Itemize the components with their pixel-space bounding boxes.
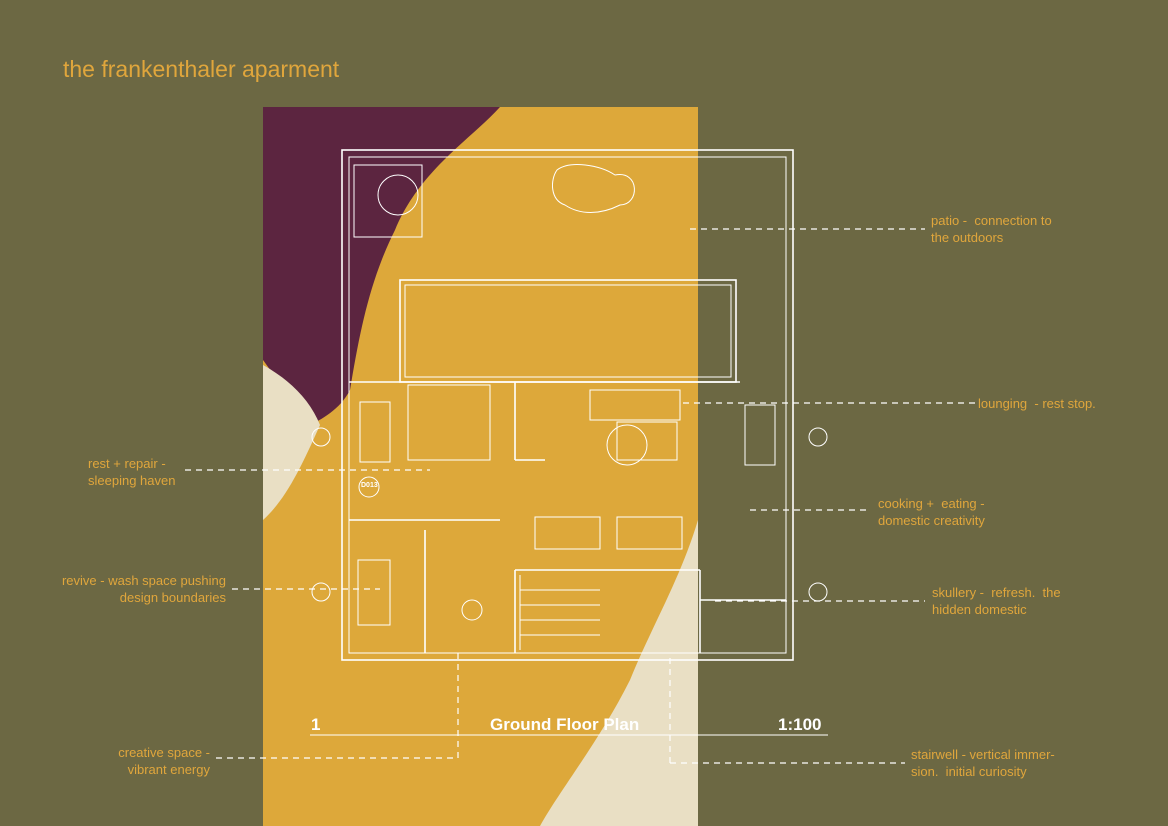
cream-shape-right <box>540 520 698 826</box>
door-tag: D013 <box>361 482 378 489</box>
leader-lines <box>185 228 975 764</box>
annotation-stairwell: stairwell - vertical immer-sion. initial… <box>911 747 1055 779</box>
annotation-rest: rest + repair -sleeping haven <box>88 456 176 488</box>
cream-shape-left <box>263 365 320 520</box>
plan-name: Ground Floor Plan <box>490 715 640 734</box>
maroon-shape <box>263 107 500 425</box>
annotation-creative: creative space -vibrant energy <box>118 745 210 777</box>
annotation-cooking: cooking + eating -domestic creativity <box>878 496 985 528</box>
annotation-lounging: lounging - rest stop. <box>978 396 1096 411</box>
plan-scale: 1:100 <box>778 715 822 734</box>
plan-number: 1 <box>311 715 321 734</box>
plan-walls <box>311 149 828 661</box>
page-title: the frankenthaler aparment <box>63 56 340 82</box>
